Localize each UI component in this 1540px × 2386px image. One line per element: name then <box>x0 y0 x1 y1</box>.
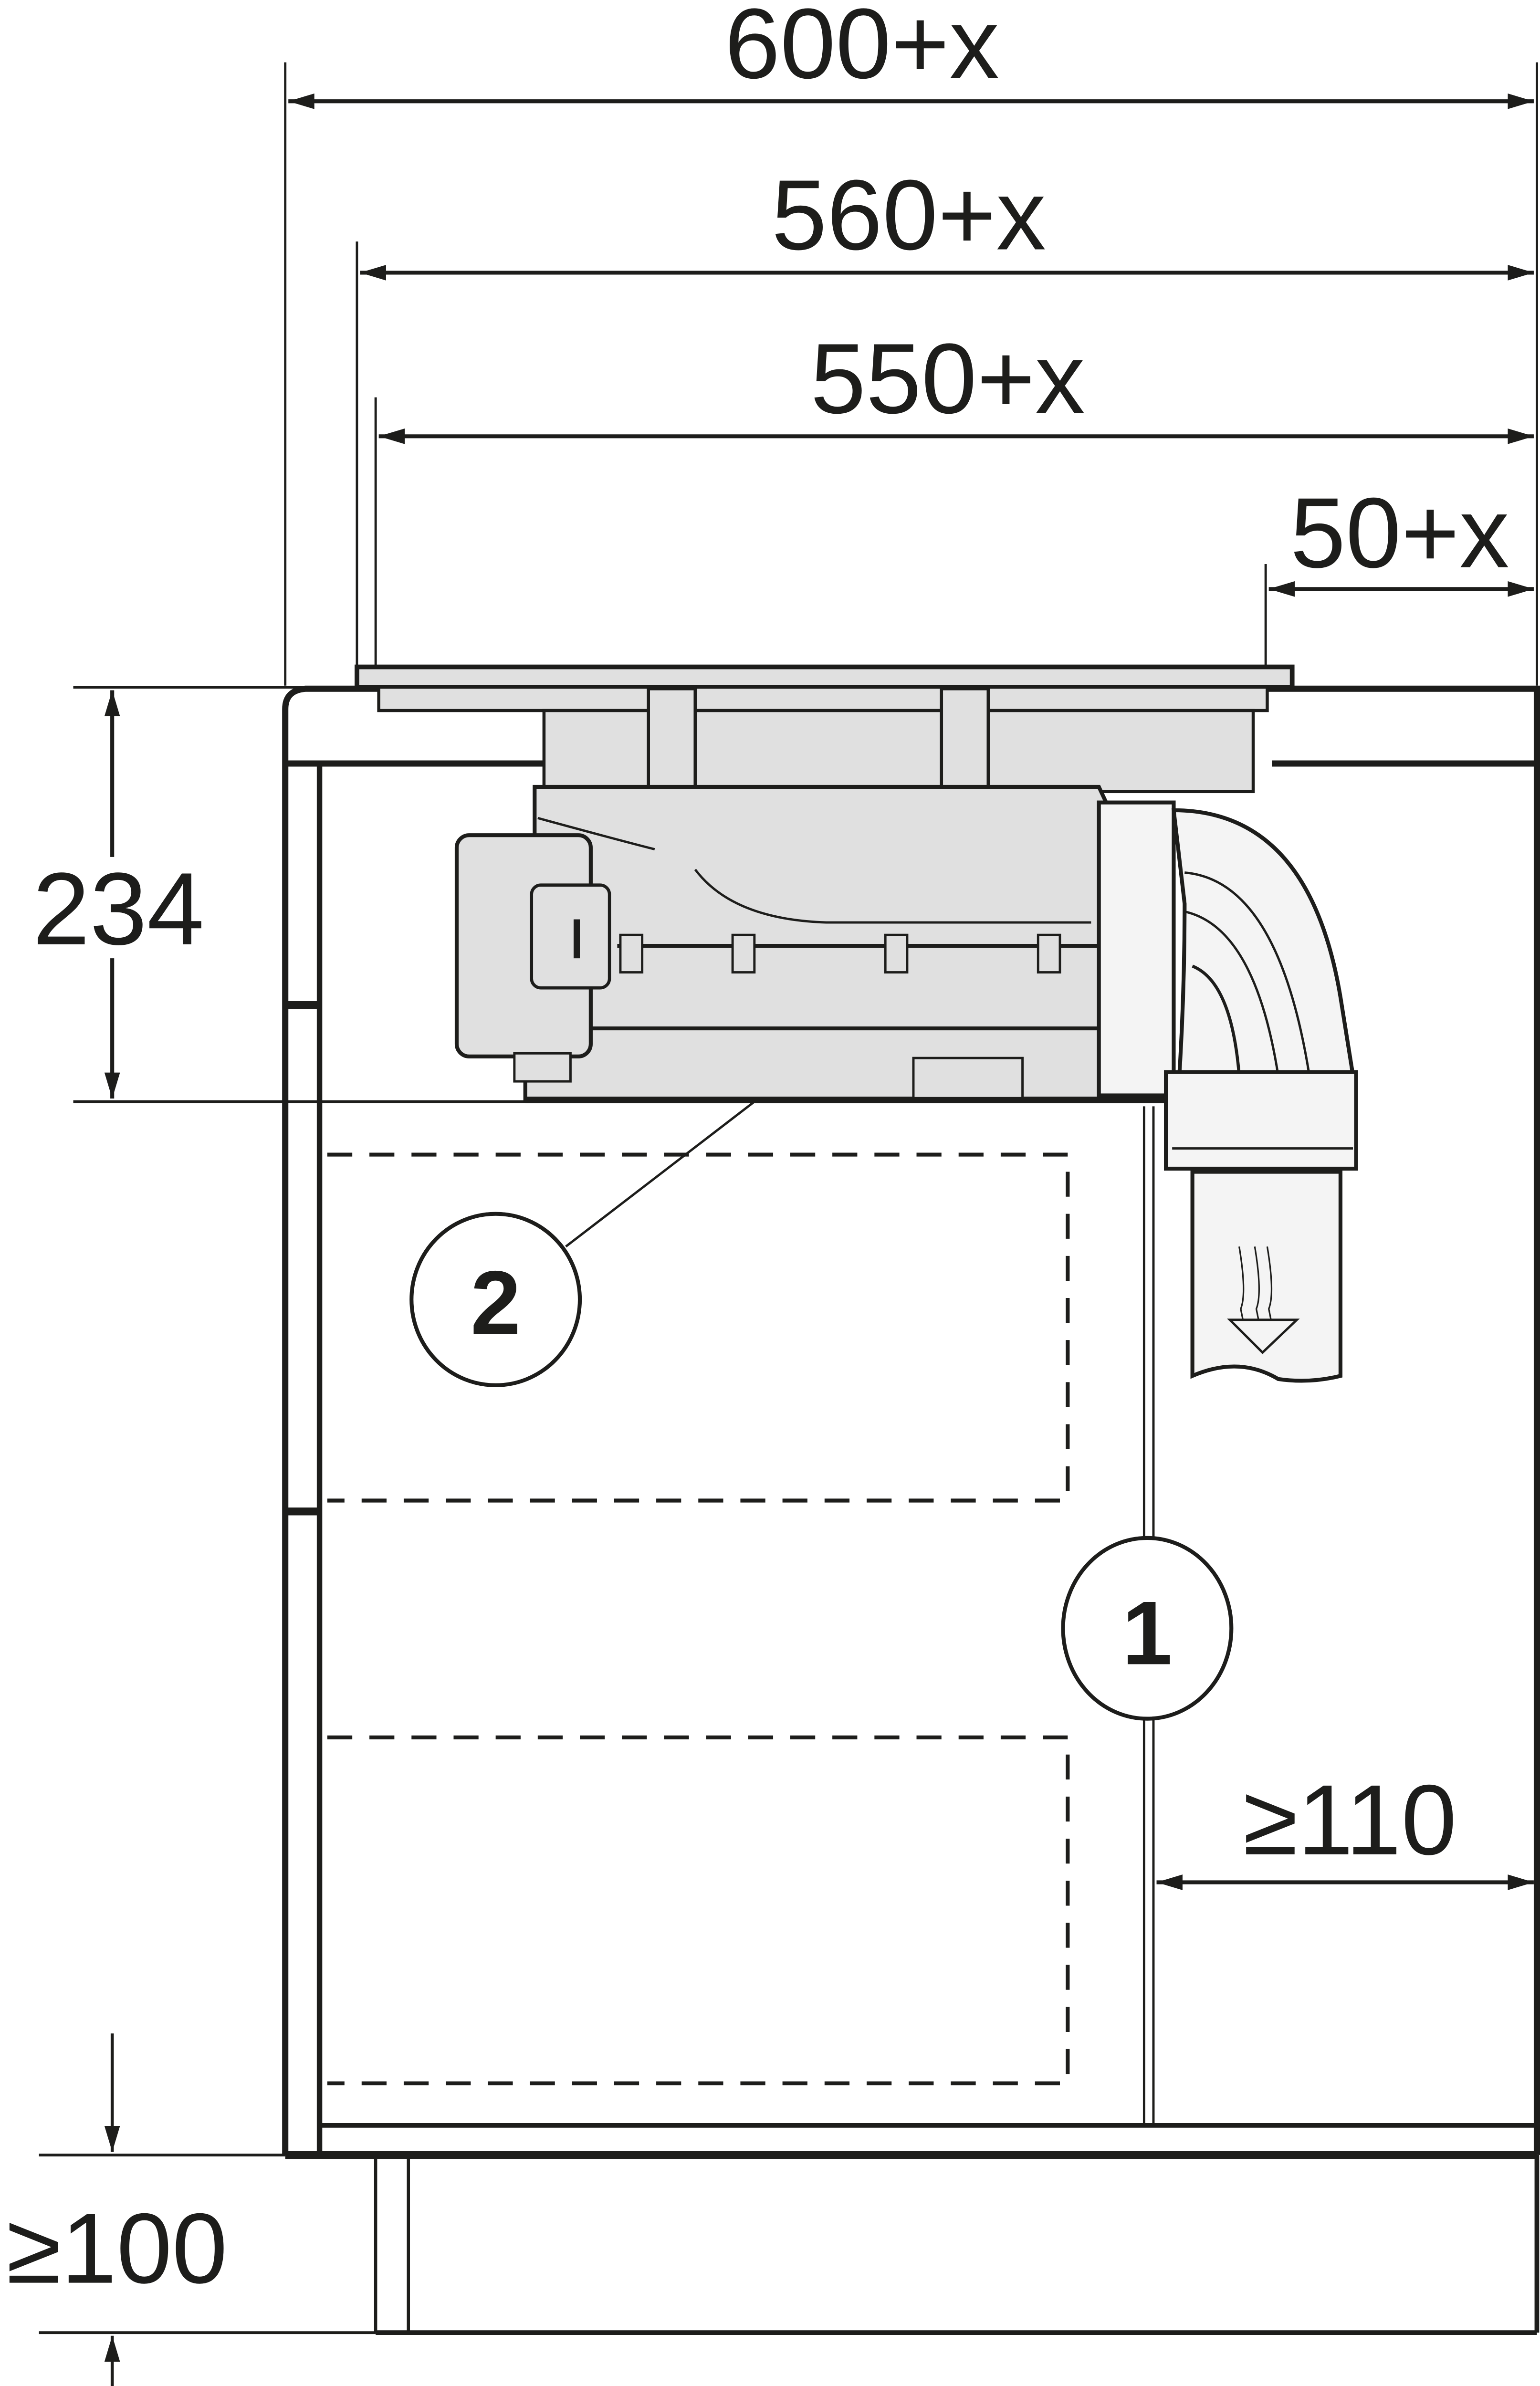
dim-label-side-clearance: ≥110 <box>1243 1765 1457 1876</box>
dimension-plinth-height: ≥100 <box>6 2033 376 2386</box>
callout-1: 1 <box>1061 1536 1234 1721</box>
dim-label-overall-width: 600+x <box>725 0 999 99</box>
dimension-overall-width: 600+x <box>284 0 1538 686</box>
callout-1-label: 1 <box>1122 1583 1172 1684</box>
drawer-outline-lower <box>327 1735 1070 2085</box>
exhaust-duct-elbow <box>1097 800 1358 1383</box>
callout-2: 2 <box>409 1100 755 1387</box>
dimension-side-clearance: ≥110 <box>1156 1765 1534 1890</box>
dimension-rear-offset: 50+x <box>1264 478 1534 686</box>
dimension-cutout-width: 560+x <box>356 159 1534 686</box>
dim-label-hob-width: 550+x <box>810 323 1085 434</box>
dim-label-installation-depth: 234 <box>32 851 204 966</box>
dimension-installation-depth: 234 <box>32 686 530 1103</box>
hob-extractor-unit <box>355 664 1295 1103</box>
dim-label-rear-offset: 50+x <box>1290 478 1509 589</box>
airflow-down-arrow-icon <box>1227 1246 1300 1354</box>
dim-label-plinth-height: ≥100 <box>6 2193 227 2304</box>
callout-2-label: 2 <box>471 1253 521 1353</box>
dimension-hob-width: 550+x <box>374 323 1534 686</box>
kitchen-cabinet <box>282 685 1540 2335</box>
dim-label-cutout-width: 560+x <box>772 159 1046 271</box>
